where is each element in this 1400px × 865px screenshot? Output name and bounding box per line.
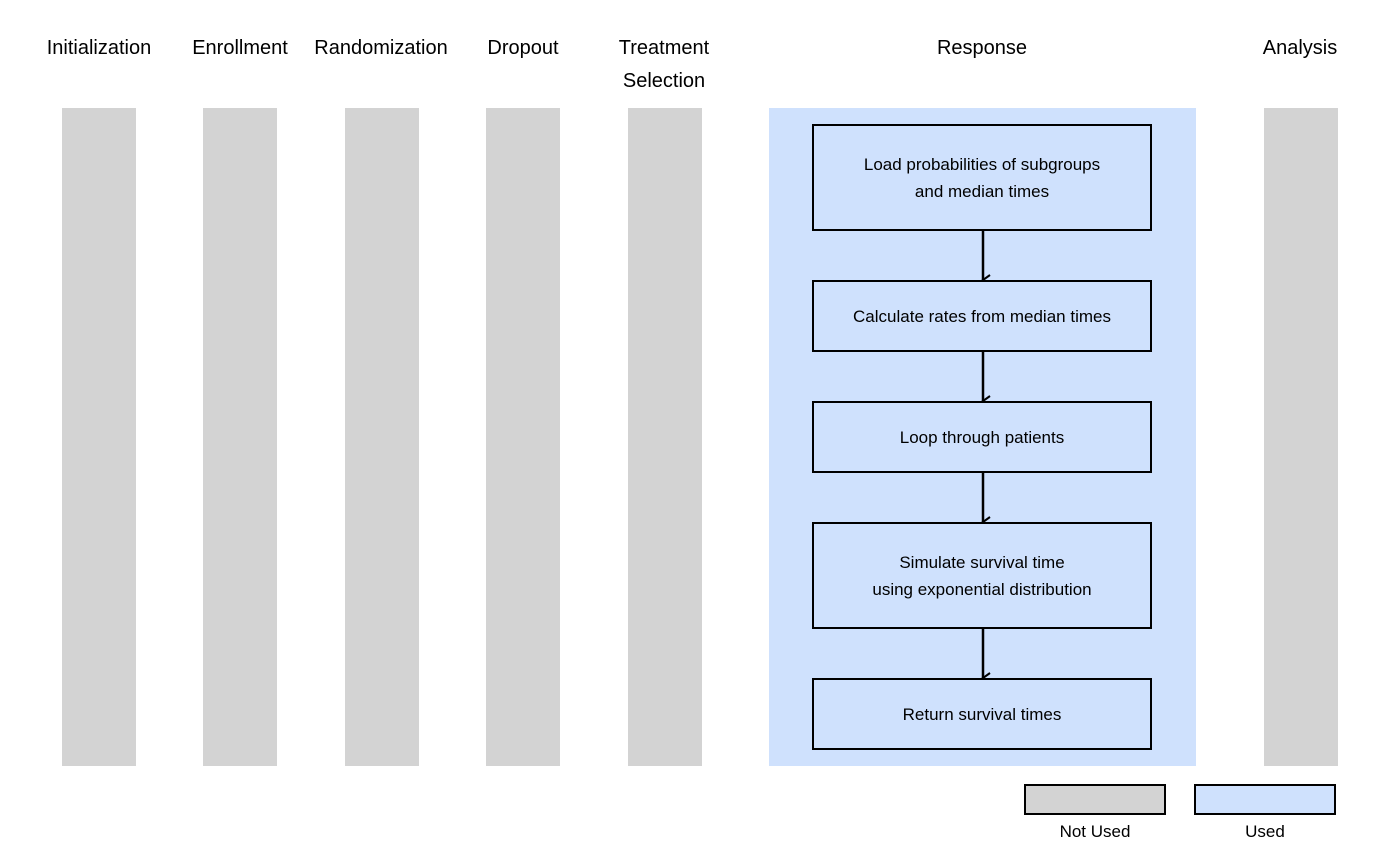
legend-label-not-used: Not Used bbox=[1059, 822, 1131, 841]
step-calculate-rates: Calculate rates from median times bbox=[812, 280, 1152, 352]
column-title-enrollment: Enrollment bbox=[192, 37, 288, 59]
column-title-analysis: Analysis bbox=[1262, 37, 1338, 59]
lane-analysis bbox=[1264, 108, 1338, 766]
column-title-dropout: Dropout bbox=[487, 37, 559, 59]
lane-randomization bbox=[345, 108, 419, 766]
column-title-randomization: Randomization bbox=[314, 37, 448, 59]
column-title-initialization: Initialization bbox=[46, 37, 152, 59]
step-load-probabilities: Load probabilities of subgroups and medi… bbox=[812, 124, 1152, 231]
column-title-response: Response bbox=[936, 37, 1028, 59]
legend-swatch-used bbox=[1194, 784, 1336, 815]
step-return-survival: Return survival times bbox=[812, 678, 1152, 750]
lane-initialization bbox=[62, 108, 136, 766]
step-loop-patients: Loop through patients bbox=[812, 401, 1152, 473]
step-simulate-survival: Simulate survival time using exponential… bbox=[812, 522, 1152, 629]
column-title-treatment-selection: Treatment Selection bbox=[618, 37, 710, 92]
lane-enrollment bbox=[203, 108, 277, 766]
lane-treatment-selection bbox=[628, 108, 702, 766]
legend-label-used: Used bbox=[1245, 822, 1285, 841]
lane-dropout bbox=[486, 108, 560, 766]
legend-swatch-not-used bbox=[1024, 784, 1166, 815]
